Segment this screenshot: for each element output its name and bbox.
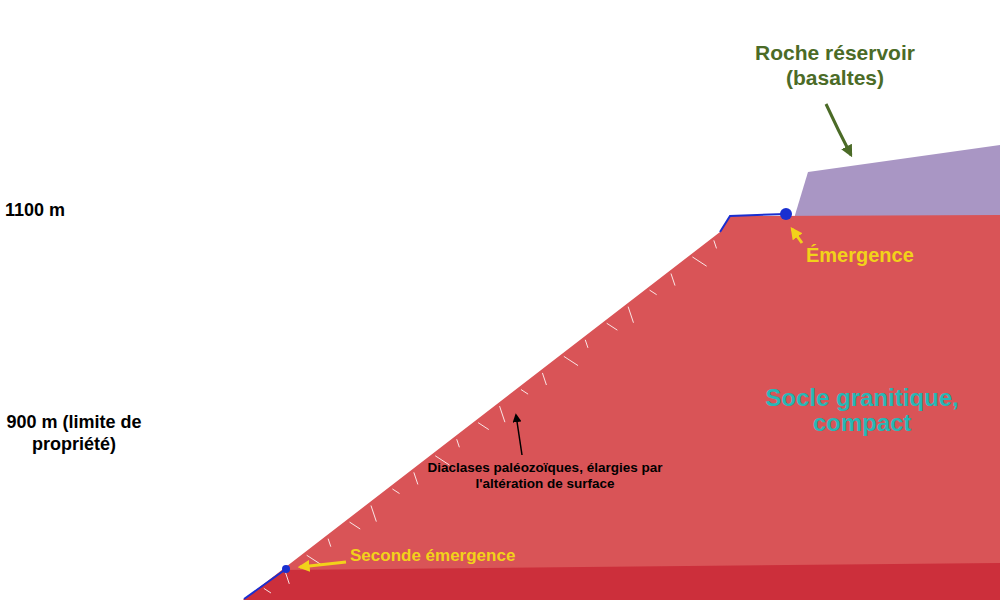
rock-layer: [243, 215, 1000, 600]
joint-label: Diaclases paléozoïques, élargies par l'a…: [425, 460, 665, 492]
elevation-label: 1100 m: [5, 200, 95, 222]
spring-label: Seconde émergence: [350, 546, 580, 566]
elevation-label: 900 m (limite de propriété): [4, 412, 144, 455]
region-label: Socle granitique, compact: [737, 385, 987, 435]
leader-arrow: [826, 104, 851, 155]
spring-label: Émergence: [806, 243, 976, 267]
layer-label: Roche réservoir (basaltes): [722, 40, 948, 90]
basalt-layer: [795, 145, 1000, 216]
rock-layer: [243, 563, 1000, 600]
